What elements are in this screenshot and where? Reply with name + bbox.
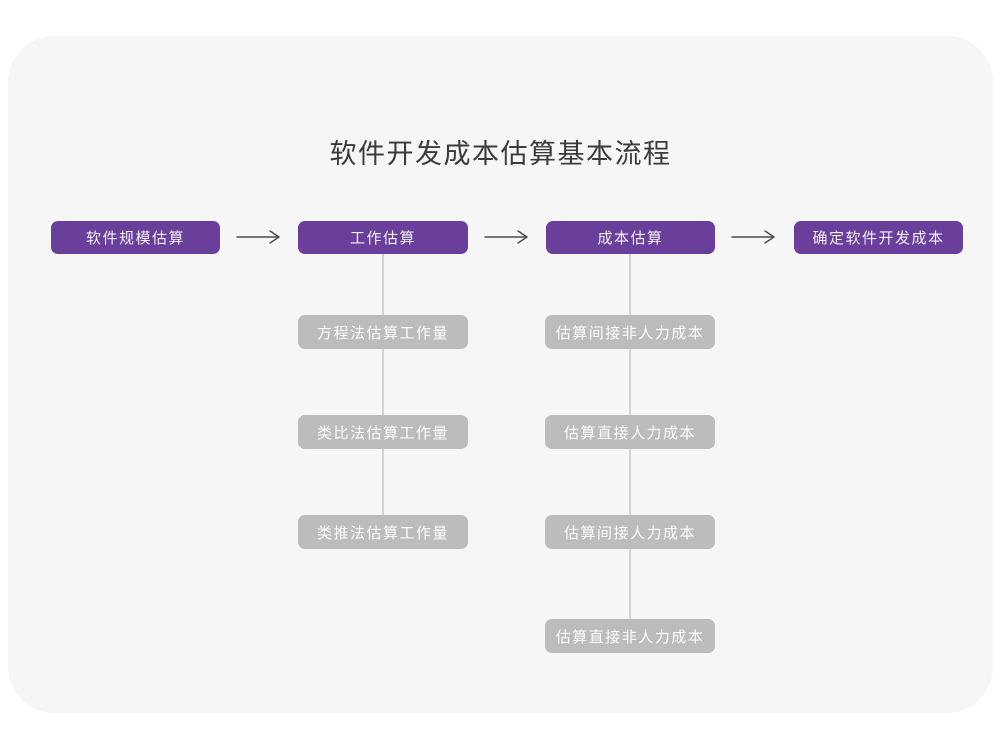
node-extrapolation-method: 类推法估算工作量 [298,515,468,549]
node-label: 估算间接人力成本 [563,524,696,542]
node-work-estimation: 工作估算 [298,221,468,254]
diagram-title: 软件开发成本估算基本流程 [329,139,672,169]
node-label: 估算间接非人力成本 [555,324,705,342]
node-label: 软件规模估算 [85,230,185,247]
node-label: 估算直接人力成本 [563,424,696,442]
node-label: 方程法估算工作量 [316,324,449,342]
node-direct-labor-cost: 估算直接人力成本 [545,415,715,449]
node-cost-estimation: 成本估算 [546,221,715,254]
right-arrow-icon [484,229,530,245]
flowchart-panel: 软件开发成本估算基本流程 软件规模估算 工作估算 成本估算 确定软件开发成本 方 [8,36,993,713]
node-direct-nonlabor-cost: 估算直接非人力成本 [545,619,715,653]
right-arrow-icon [236,229,282,245]
node-label: 确定软件开发成本 [812,230,945,247]
connector-line-work-estimation [382,254,384,533]
node-analogy-method: 类比法估算工作量 [298,415,468,449]
node-indirect-nonlabor-cost: 估算间接非人力成本 [545,315,715,349]
node-equation-method: 方程法估算工作量 [298,315,468,349]
node-label: 类比法估算工作量 [316,424,449,442]
node-determine-development-cost: 确定软件开发成本 [794,221,963,254]
right-arrow-icon [731,229,777,245]
node-label: 成本估算 [597,230,664,247]
node-indirect-labor-cost: 估算间接人力成本 [545,515,715,549]
node-label: 类推法估算工作量 [316,524,449,542]
node-label: 工作估算 [349,230,416,247]
node-label: 估算直接非人力成本 [555,628,705,646]
node-software-scale-estimation: 软件规模估算 [51,221,220,254]
